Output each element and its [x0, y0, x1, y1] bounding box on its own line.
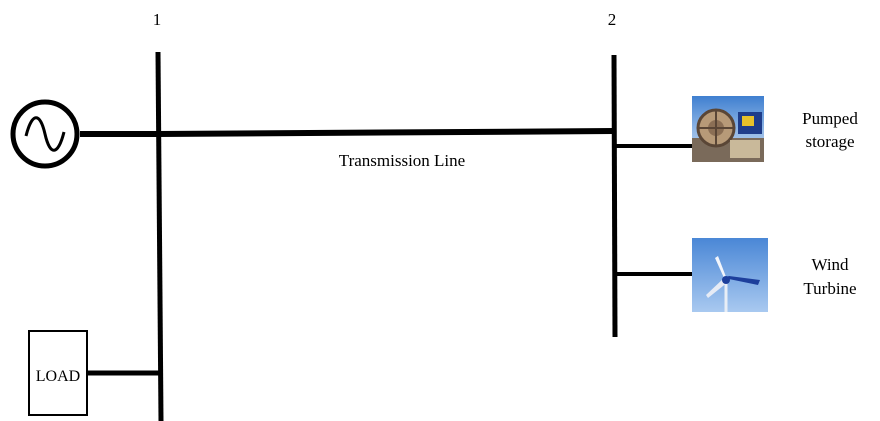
generator-symbol — [10, 99, 80, 169]
wind-turbine-image — [692, 238, 768, 312]
wind-turbine-label-line2: Turbine — [803, 279, 856, 298]
bus-1-label: 1 — [153, 10, 162, 29]
transmission-line-label: Transmission Line — [339, 151, 465, 170]
pumped-storage-label-line2: storage — [805, 132, 854, 151]
transmission-line — [157, 128, 615, 137]
pumped-storage-image — [692, 96, 764, 162]
bus-2-label: 2 — [608, 10, 617, 29]
pumped-storage-label-line1: Pumped — [802, 109, 858, 128]
bus-2-bar — [611, 54, 618, 338]
load-box — [28, 330, 88, 416]
wind-turbine-label-line1: Wind — [811, 255, 849, 274]
bus-1-bar — [155, 51, 164, 421]
load-label: LOAD — [36, 368, 80, 385]
